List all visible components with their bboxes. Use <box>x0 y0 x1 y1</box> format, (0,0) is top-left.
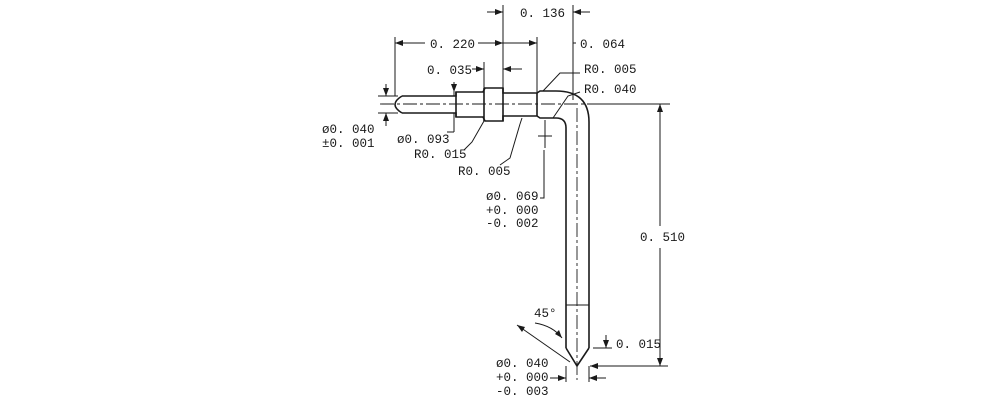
dim-dia0069-b: +0. 000 <box>486 204 539 218</box>
dim-dia0040-left-a: ø0. 040 <box>322 123 375 137</box>
dim-0064: 0. 064 <box>580 38 625 52</box>
dim-0220: 0. 220 <box>430 38 475 52</box>
dim-0015: 0. 015 <box>616 338 661 352</box>
dim-angle45: 45° <box>534 307 557 321</box>
dim-r0040: R0. 040 <box>584 83 637 97</box>
dim-dia0040-bot-a: ø0. 040 <box>496 357 549 371</box>
dim-dia0093: ø0. 093 <box>397 133 450 147</box>
dim-dia0040-left-b: ±0. 001 <box>322 137 375 151</box>
dim-r0015: R0. 015 <box>414 148 467 162</box>
dim-r0005-top: R0. 005 <box>584 63 637 77</box>
dim-dia0040-bot-c: -0. 003 <box>496 385 549 399</box>
dim-0510: 0. 510 <box>640 231 685 245</box>
dim-dia0069-a: ø0. 069 <box>486 190 539 204</box>
dim-0136: 0. 136 <box>520 7 565 21</box>
dim-dia0040-bot-b: +0. 000 <box>496 371 549 385</box>
dimension-lines <box>378 5 668 382</box>
dim-r0005-low: R0. 005 <box>458 165 511 179</box>
dim-dia0069-c: -0. 002 <box>486 217 539 231</box>
dimension-labels: 0. 136 0. 220 0. 064 0. 035 R0. 005 R0. … <box>322 7 685 399</box>
dim-0035: 0. 035 <box>427 64 472 78</box>
